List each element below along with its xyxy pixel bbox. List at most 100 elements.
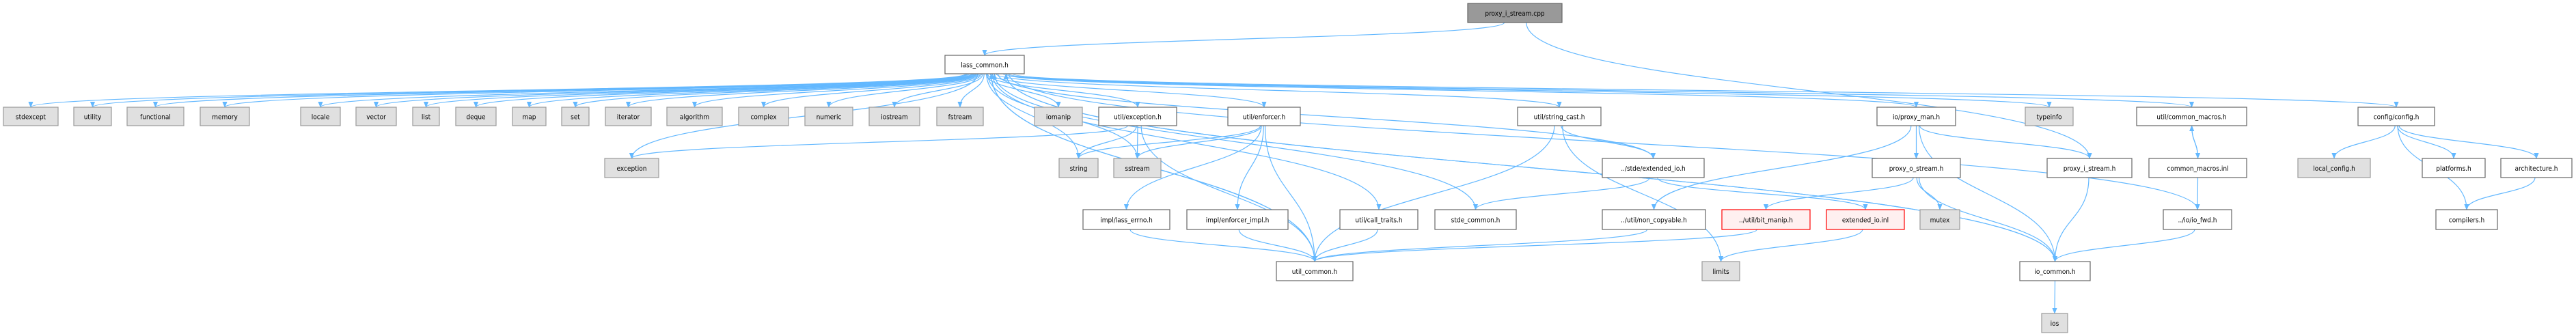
node-util-common[interactable]: util_common.h bbox=[1276, 261, 1354, 281]
node-label: iostream bbox=[881, 114, 908, 122]
edge-lass_common-to-set bbox=[573, 73, 977, 108]
edge-lass_common-to-memory bbox=[222, 73, 970, 108]
node-compilers[interactable]: compilers.h bbox=[2435, 209, 2498, 230]
edge-config-to-local_config bbox=[2331, 125, 2396, 159]
node-label: config/config.h bbox=[2374, 114, 2420, 122]
node-label: sstream bbox=[1125, 165, 1149, 173]
node-box bbox=[944, 55, 1025, 74]
node-box bbox=[512, 107, 547, 126]
node-enforcer-impl[interactable]: impl/enforcer_impl.h bbox=[1186, 209, 1289, 230]
node-box bbox=[1721, 209, 1811, 230]
node-box bbox=[1082, 209, 1170, 230]
node-label: complex bbox=[750, 114, 777, 122]
node-box bbox=[1058, 158, 1099, 178]
edge-lass_common-to-config bbox=[1012, 73, 2398, 108]
node-box bbox=[126, 107, 184, 126]
node-platforms[interactable]: platforms.h bbox=[2422, 158, 2486, 178]
edge-io_proxy_man-to-non_copyable bbox=[1651, 125, 1912, 210]
node-box bbox=[2297, 158, 2371, 178]
node-stde-common[interactable]: stde_common.h bbox=[1434, 209, 1517, 230]
edge-util_string_cast-to-util_common bbox=[1312, 125, 1555, 262]
edge-cpp-to-proxy_i_stream bbox=[1526, 22, 2092, 159]
node-box bbox=[1339, 209, 1419, 230]
node-label: map bbox=[523, 114, 536, 122]
node-label: io_common.h bbox=[2034, 268, 2075, 276]
node-exception: exception bbox=[604, 158, 659, 178]
node-box bbox=[666, 107, 723, 126]
edge-proxy_o_stream-to-io_common bbox=[1918, 177, 2058, 262]
edge-io_fwd-to-io_common bbox=[2052, 229, 2195, 262]
node-iostream: iostream bbox=[868, 107, 920, 126]
node-box bbox=[561, 107, 590, 126]
node-extended-io[interactable]: ../stde/extended_io.h bbox=[1602, 158, 1705, 178]
edge-lass_common-to-algorithm bbox=[692, 73, 980, 108]
node-label: mutex bbox=[1930, 217, 1950, 225]
node-complex: complex bbox=[738, 107, 789, 126]
node-lass-errno[interactable]: impl/lass_errno.h bbox=[1082, 209, 1170, 230]
node-box bbox=[1227, 107, 1301, 126]
node-mutex: mutex bbox=[1919, 209, 1960, 230]
node-ios: ios bbox=[2041, 313, 2068, 333]
edge-lass_common-to-util_enforcer bbox=[989, 73, 1267, 108]
node-config[interactable]: config/config.h bbox=[2357, 107, 2435, 126]
edge-lass_common-to-numeric bbox=[826, 73, 983, 108]
node-box bbox=[1113, 158, 1162, 178]
node-util-enforcer[interactable]: util/enforcer.h bbox=[1227, 107, 1301, 126]
node-lass-common[interactable]: lass_common.h bbox=[944, 55, 1025, 74]
node-box bbox=[2435, 209, 2498, 230]
node-box bbox=[1098, 107, 1177, 126]
node-box bbox=[355, 107, 397, 126]
edge-config-to-platforms bbox=[2397, 125, 2456, 159]
node-iterator: iterator bbox=[605, 107, 652, 126]
node-util-common-macros[interactable]: util/common_macros.h bbox=[2136, 107, 2247, 126]
node-io-fwd[interactable]: ../io/io_fwd.h bbox=[2163, 209, 2232, 230]
node-box bbox=[200, 107, 250, 126]
node-functional: functional bbox=[126, 107, 184, 126]
node-label: ../stde/extended_io.h bbox=[1621, 165, 1686, 173]
node-box bbox=[2500, 158, 2573, 178]
node-label: memory bbox=[212, 114, 238, 122]
node-box bbox=[604, 158, 659, 178]
edge-proxy_o_stream-to-bit_manip bbox=[1763, 177, 1914, 210]
node-label: local_config.h bbox=[2313, 165, 2355, 173]
node-proxy-o-stream[interactable]: proxy_o_stream.h bbox=[1872, 158, 1961, 178]
node-extended-io-inl[interactable]: extended_io.inl bbox=[1826, 209, 1905, 230]
node-cpp[interactable]: proxy_i_stream.cpp bbox=[1467, 3, 1563, 23]
node-label: ../util/non_copyable.h bbox=[1621, 217, 1687, 225]
node-common-macros-inl[interactable]: common_macros.inl bbox=[2148, 158, 2247, 178]
node-label: util/exception.h bbox=[1114, 114, 1162, 122]
node-box bbox=[1701, 261, 1740, 281]
edge-util_enforcer-to-lass_errno bbox=[1123, 125, 1262, 210]
node-io-proxy-man[interactable]: io/proxy_man.h bbox=[1876, 107, 1956, 126]
edge-util_enforcer-to-util_common bbox=[1264, 125, 1317, 262]
node-label: string bbox=[1070, 165, 1088, 173]
node-label: utility bbox=[84, 114, 102, 122]
node-sstream: sstream bbox=[1113, 158, 1162, 178]
edge-util_exception-to-exception bbox=[629, 125, 1128, 159]
node-label: locale bbox=[312, 114, 330, 122]
node-string: string bbox=[1058, 158, 1099, 178]
node-util-string-cast[interactable]: util/string_cast.h bbox=[1517, 107, 1602, 126]
node-non-copyable[interactable]: ../util/non_copyable.h bbox=[1602, 209, 1706, 230]
node-bit-manip[interactable]: ../util/bit_manip.h bbox=[1721, 209, 1811, 230]
node-box bbox=[738, 107, 789, 126]
node-proxy-i-stream[interactable]: proxy_i_stream.h bbox=[2046, 158, 2133, 178]
node-fstream: fstream bbox=[936, 107, 984, 126]
node-label: ../util/bit_manip.h bbox=[1739, 217, 1793, 225]
node-util-exception[interactable]: util/exception.h bbox=[1098, 107, 1177, 126]
node-io-common[interactable]: io_common.h bbox=[2019, 261, 2091, 281]
node-box bbox=[3, 107, 59, 126]
edge-util_enforcer-to-sstream bbox=[1134, 125, 1262, 159]
node-memory: memory bbox=[200, 107, 250, 126]
node-box bbox=[455, 107, 497, 126]
edge-lass_common-to-vector bbox=[374, 73, 973, 108]
node-box bbox=[1872, 158, 1961, 178]
node-deque: deque bbox=[455, 107, 497, 126]
edge-extended_io-to-extended_io_inl bbox=[1657, 177, 1868, 210]
node-box bbox=[1919, 209, 1960, 230]
node-call-traits[interactable]: util/call_traits.h bbox=[1339, 209, 1419, 230]
nodes-layer: proxy_i_stream.cpplass_common.hstdexcept… bbox=[3, 3, 2573, 333]
node-architecture[interactable]: architecture.h bbox=[2500, 158, 2573, 178]
node-label: ../io/io_fwd.h bbox=[2178, 217, 2217, 225]
node-label: impl/lass_errno.h bbox=[1100, 217, 1153, 225]
